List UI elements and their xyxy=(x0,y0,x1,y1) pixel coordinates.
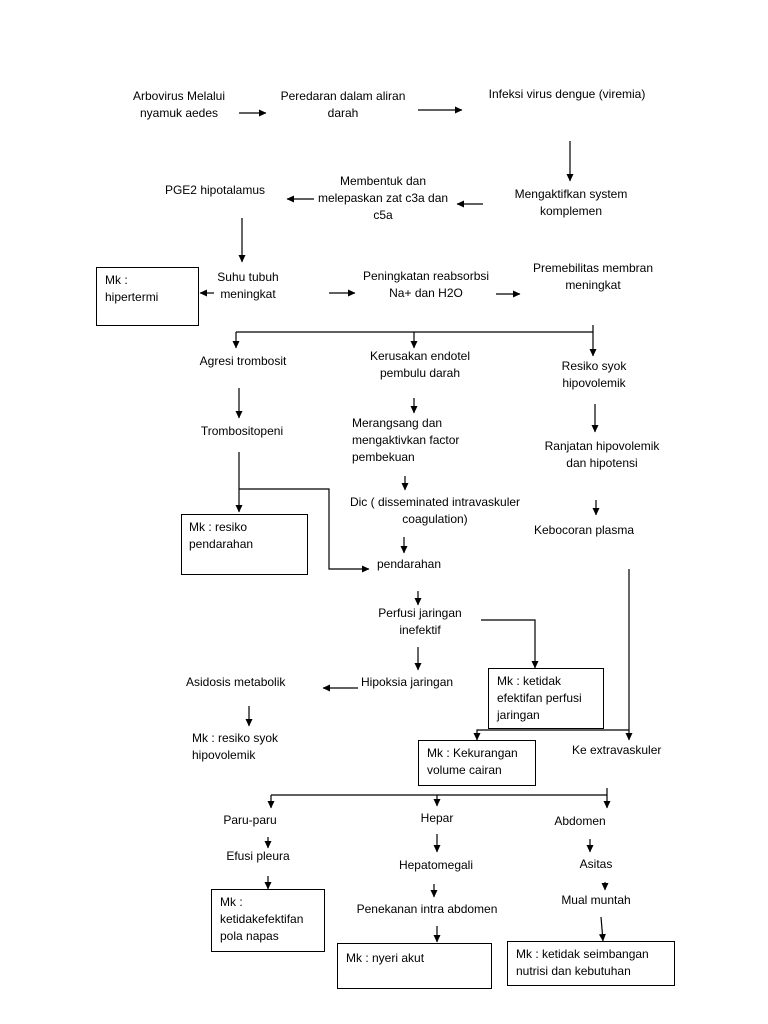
node-resiko-syok: Resiko syok hipovolemik xyxy=(561,359,627,390)
node-perfusi: Perfusi jaringan inefektif xyxy=(378,606,462,637)
node-pge2: PGE2 hipotalamus xyxy=(164,183,266,197)
arrow-perfusi-to-mk-perfusi xyxy=(481,619,539,669)
mk-hipertermi-box: Mk : hipertermi xyxy=(96,267,199,326)
mk-hipertermi-text: Mk : hipertermi xyxy=(105,273,159,304)
node-reabsorbsi: Peningkatan reabsorbsi Na+ dan H2O xyxy=(362,269,490,300)
node-mk-syok: Mk : resiko syok hipovolemik xyxy=(192,731,279,762)
node-membentuk: Membentuk dan melepaskan zat c3a dan c5a xyxy=(317,174,449,222)
node-hepar: Hepar xyxy=(420,811,454,825)
arrow-trombositopeni-to-pendarahan xyxy=(239,488,370,573)
node-hipoksia: Hipoksia jaringan xyxy=(361,675,454,689)
mk-perfusi-box: Mk : ketidak efektifan perfusi jaringan xyxy=(488,668,604,729)
mk-nyeri-text: Mk : nyeri akut xyxy=(346,951,425,965)
mk-napas-box: Mk : ketidakefektifan pola napas xyxy=(211,889,325,952)
node-merangsang: Merangsang dan mengaktivkan factor pembe… xyxy=(352,416,460,464)
node-dic: Dic ( disseminated intravaskuler coagula… xyxy=(349,495,521,526)
mk-nutrisi-text: Mk : ketidak seimbangan nutrisi dan kebu… xyxy=(516,947,649,978)
node-penekanan: Penekanan intra abdomen xyxy=(356,902,498,916)
node-mual: Mual muntah xyxy=(561,893,631,907)
mk-nutrisi-box: Mk : ketidak seimbangan nutrisi dan kebu… xyxy=(507,941,675,986)
mk-nyeri-box: Mk : nyeri akut xyxy=(337,943,492,989)
node-trombositopeni: Trombositopeni xyxy=(200,424,284,438)
node-ranjatan: Ranjatan hipovolemik dan hipotensi xyxy=(544,439,660,470)
mk-napas-text: Mk : ketidakefektifan pola napas xyxy=(220,895,304,943)
node-kebocoran: Kebocoran plasma xyxy=(533,523,635,537)
node-suhu: Suhu tubuh meningkat xyxy=(217,270,279,301)
node-infeksi: Infeksi virus dengue (viremia) xyxy=(488,87,646,101)
mk-pendarahan-text: Mk : resiko pendarahan xyxy=(189,520,254,551)
node-mengaktifkan: Mengaktifkan system komplemen xyxy=(514,187,628,218)
node-asidosis: Asidosis metabolik xyxy=(186,675,286,689)
node-hepatomegali: Hepatomegali xyxy=(398,858,474,872)
arrow-mual-to-mk-nutrisi xyxy=(598,916,606,942)
node-extravaskuler: Ke extravaskuler xyxy=(572,743,662,757)
node-efusi: Efusi pleura xyxy=(226,849,290,863)
mk-cairan-box: Mk : Kekurangan volume cairan xyxy=(418,740,536,786)
mk-pendarahan-box: Mk : resiko pendarahan xyxy=(181,514,308,575)
node-abdomen: Abdomen xyxy=(554,814,606,828)
node-paru: Paru-paru xyxy=(223,813,277,827)
node-pendarahan: pendarahan xyxy=(376,557,442,571)
node-kerusakan: Kerusakan endotel pembulu darah xyxy=(369,349,471,380)
node-asitas: Asitas xyxy=(579,857,613,871)
node-agregasi: Agresi trombosit xyxy=(199,354,287,368)
arrow-mk-perfusi-to-cairan xyxy=(473,729,629,741)
node-arbovirus: Arbovirus Melalui nyamuk aedes xyxy=(132,89,226,120)
node-permeabilitas: Premebilitas membran meningkat xyxy=(532,261,654,292)
mk-cairan-text: Mk : Kekurangan volume cairan xyxy=(427,746,518,777)
node-peredaran: Peredaran dalam aliran darah xyxy=(280,89,406,120)
mk-perfusi-text: Mk : ketidak efektifan perfusi jaringan xyxy=(497,674,582,722)
